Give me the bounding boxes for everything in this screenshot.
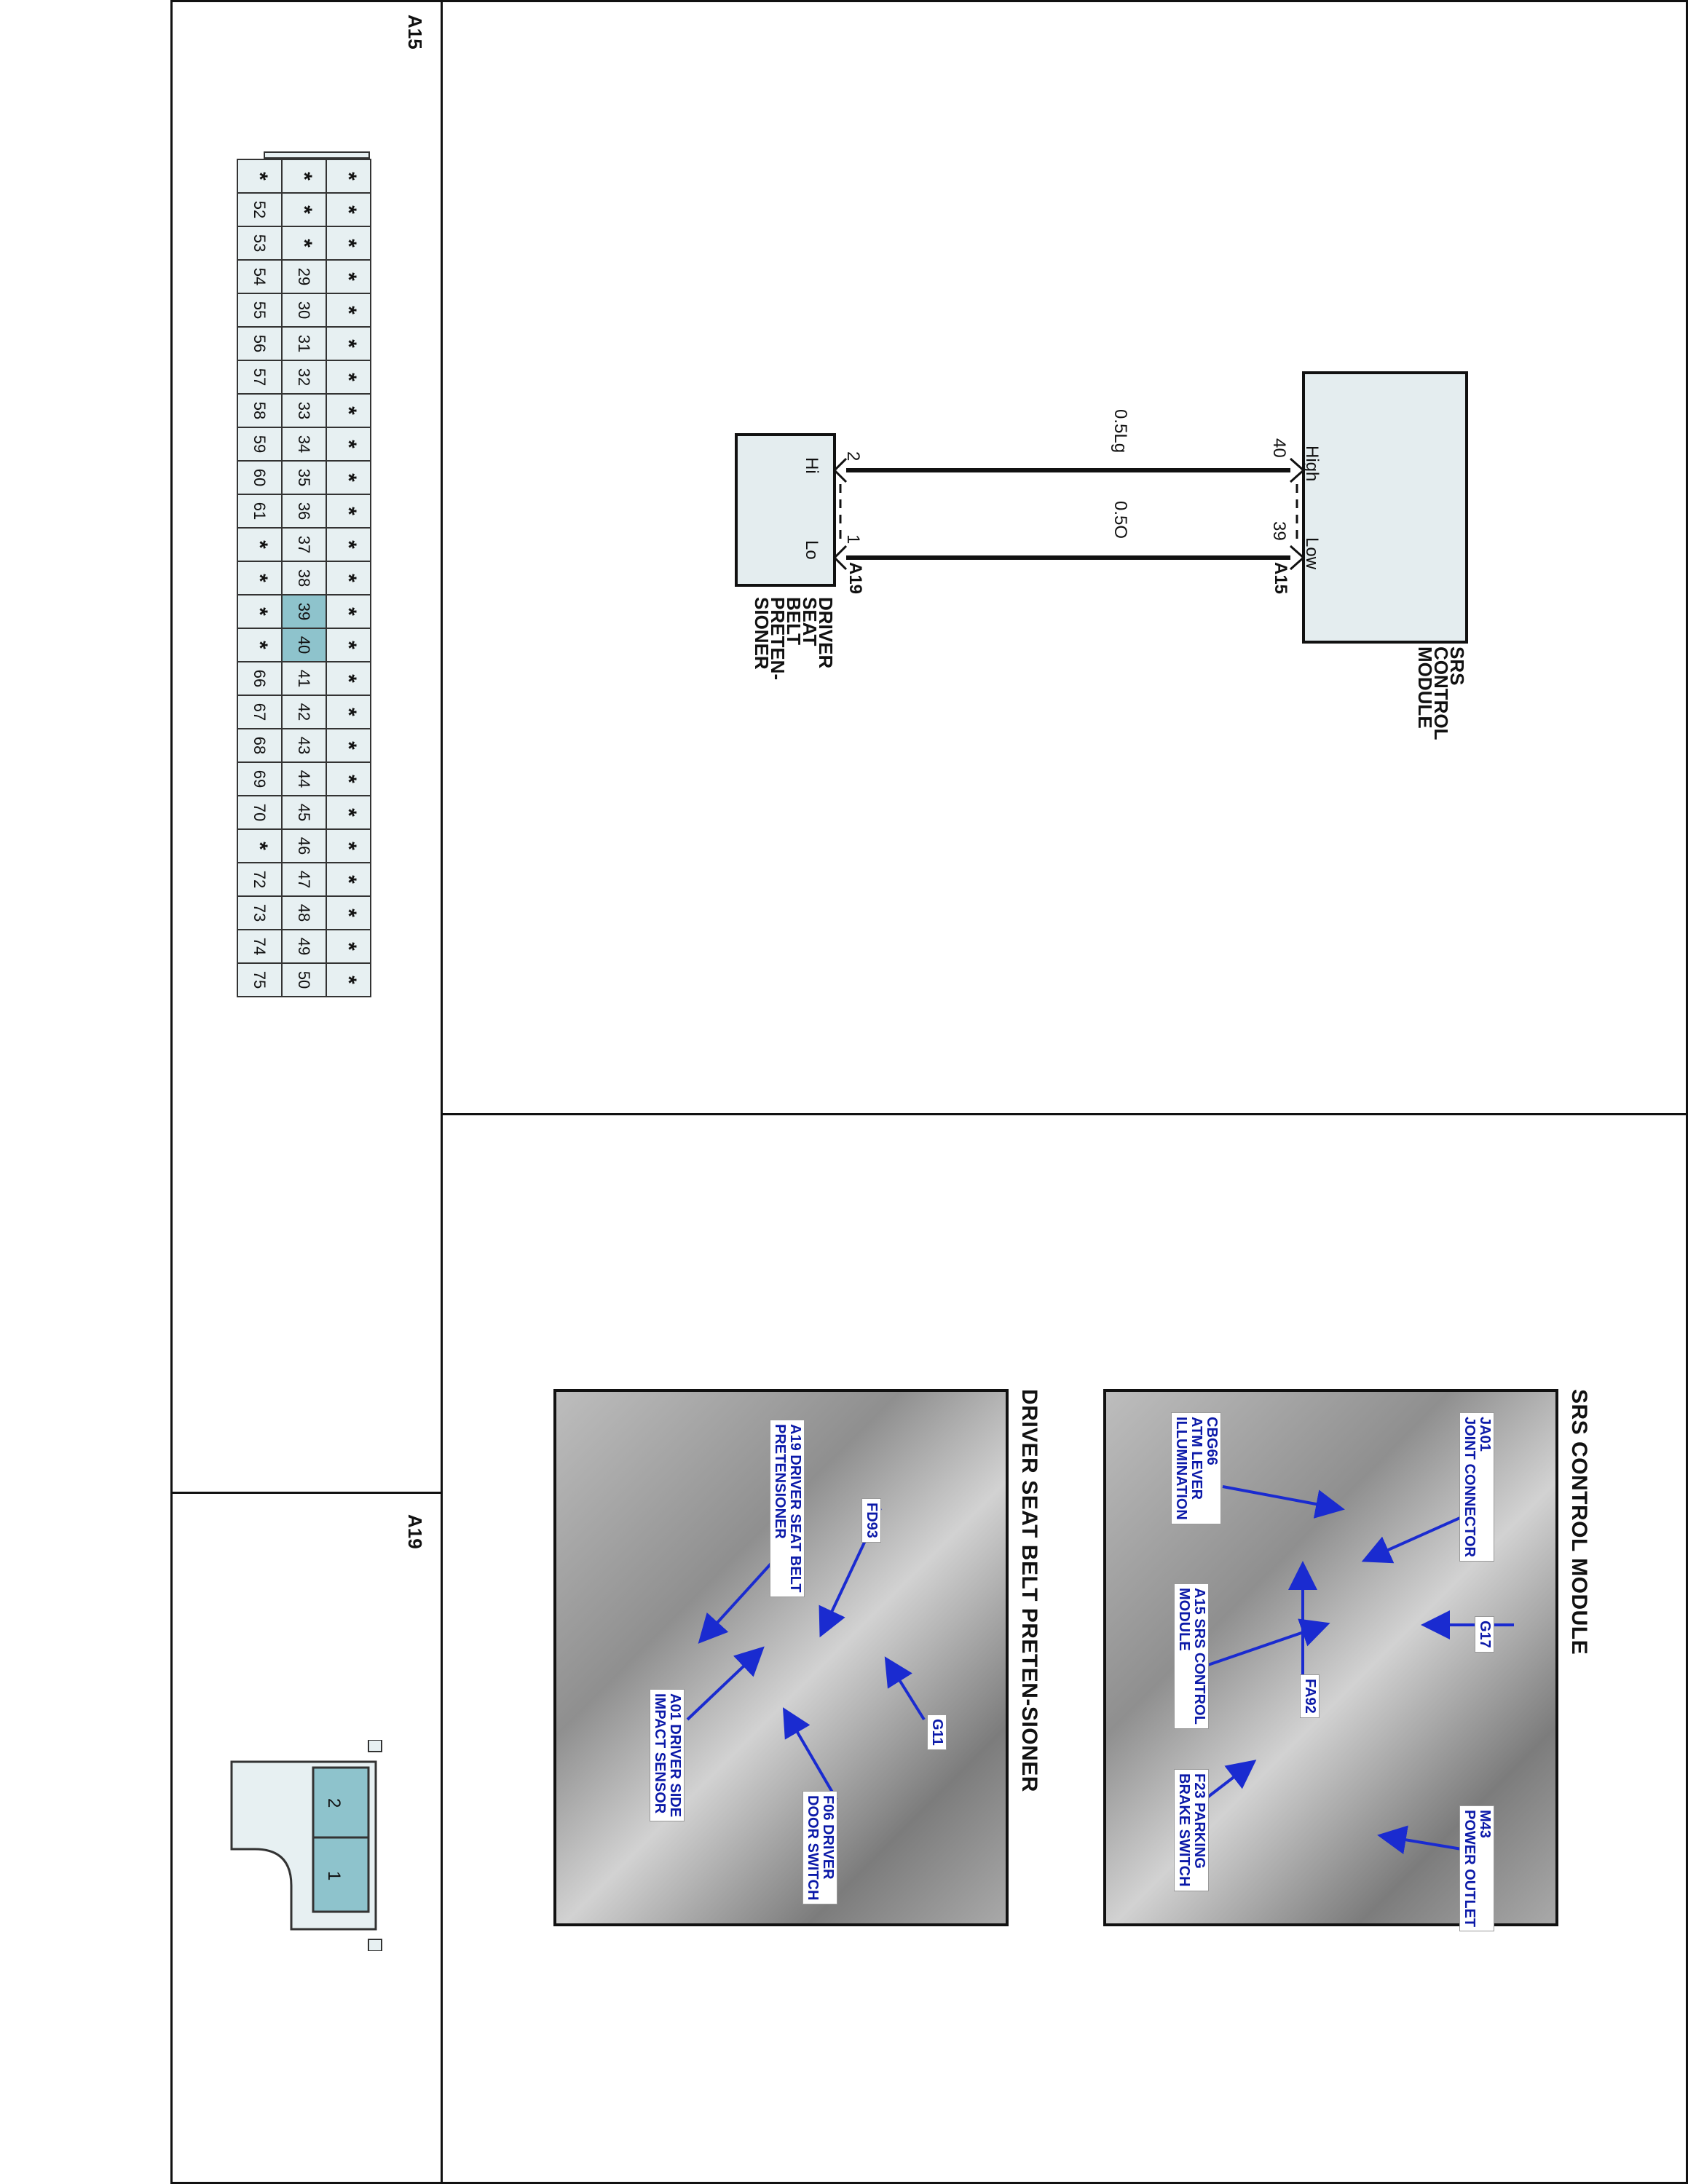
srs-module-label: SRS CONTROL MODULE bbox=[1414, 646, 1468, 740]
pin-cell: 47 bbox=[282, 863, 326, 896]
pretensioner-photo-title: DRIVER SEAT BELT PRETEN-SIONER bbox=[1017, 1389, 1041, 1792]
connector-a19-face bbox=[230, 1740, 382, 1951]
pin-cell: * bbox=[326, 863, 371, 896]
pretensioner-box bbox=[735, 433, 836, 587]
a19-pin-2-label: 2 bbox=[324, 1798, 344, 1808]
pretensioner-label: DRIVER SEAT BELT PRETEN- SIONER bbox=[751, 597, 837, 680]
callout-a01: A01 DRIVER SIDE IMPACT SENSOR bbox=[650, 1689, 685, 1822]
srs-pin-low-label: Low bbox=[1302, 537, 1322, 570]
pin-cell: * bbox=[326, 796, 371, 829]
callout-fd93: FD93 bbox=[861, 1498, 881, 1543]
wire-0-5lg-label: 0.5Lg bbox=[1111, 409, 1130, 454]
pin-cell: 46 bbox=[282, 829, 326, 863]
callout-f06: F06 DRIVER DOOR SWITCH bbox=[802, 1791, 837, 1905]
pin-cell: 72 bbox=[237, 863, 282, 896]
callout-ja01: JA01 JOINT CONNECTOR bbox=[1459, 1412, 1494, 1562]
pin-cell: * bbox=[326, 963, 371, 997]
pin-cell: 48 bbox=[282, 896, 326, 930]
pin-cell: 69 bbox=[237, 762, 282, 796]
pin-cell: 73 bbox=[237, 896, 282, 930]
pretensioner-connector-label: A19 bbox=[845, 562, 865, 595]
srs-module-label-line-3: MODULE bbox=[1414, 646, 1436, 729]
a19-pin-1-label: 1 bbox=[324, 1871, 344, 1881]
connector-title-a19: A19 bbox=[404, 1514, 426, 1549]
pretensioner-pin-lo-label: Lo bbox=[802, 540, 821, 560]
pin-cell: * bbox=[237, 829, 282, 863]
callout-a19: A19 DRIVER SEAT BELT PRETENSIONER bbox=[770, 1420, 805, 1597]
pin-cell: 45 bbox=[282, 796, 326, 829]
srs-pin-40-number: 40 bbox=[1269, 438, 1289, 458]
callout-cbg66: CBG66 ATM LEVER ILLUMINATION bbox=[1171, 1412, 1221, 1524]
pin-cell: 43 bbox=[282, 729, 326, 762]
callout-fa92: FA92 bbox=[1300, 1674, 1320, 1718]
srs-pin-high-label: High bbox=[1302, 446, 1322, 482]
wiring-schematic bbox=[735, 371, 1468, 644]
srs-pin-39-number: 39 bbox=[1269, 521, 1289, 541]
callout-f23: F23 PARKING BRAKE SWITCH bbox=[1174, 1769, 1209, 1891]
callout-a15-srs-module: A15 SRS CONTROL MODULE bbox=[1174, 1583, 1209, 1729]
pin-cell: 68 bbox=[237, 729, 282, 762]
pin-cell: * bbox=[326, 896, 371, 930]
srs-connector-label: A15 bbox=[1271, 562, 1290, 595]
srs-module-box bbox=[1302, 371, 1468, 644]
photo-panel bbox=[441, 1113, 1688, 2184]
callout-g17: G17 bbox=[1475, 1616, 1494, 1653]
pin-cell: * bbox=[326, 930, 371, 963]
pin-cell: 74 bbox=[237, 930, 282, 963]
pin-cell: 44 bbox=[282, 762, 326, 796]
wire-0-5o-label: 0.5O bbox=[1111, 501, 1130, 539]
pretensioner-pin-2-number: 2 bbox=[843, 451, 863, 462]
callout-m43: M43 POWER OUTLET bbox=[1459, 1805, 1494, 1932]
pretensioner-pin-hi-label: Hi bbox=[802, 457, 821, 474]
pin-cell: * bbox=[326, 829, 371, 863]
srs-photo-title: SRS CONTROL MODULE bbox=[1567, 1389, 1591, 1655]
pretensioner-pin-1-number: 1 bbox=[843, 534, 863, 545]
pin-cell: 49 bbox=[282, 930, 326, 963]
pin-cell: * bbox=[326, 729, 371, 762]
pin-cell: 75 bbox=[237, 963, 282, 997]
pin-cell: 70 bbox=[237, 796, 282, 829]
pin-cell: * bbox=[326, 762, 371, 796]
callout-g11: G11 bbox=[927, 1714, 947, 1750]
pin-cell: 50 bbox=[282, 963, 326, 997]
pretensioner-label-line-5: SIONER bbox=[751, 597, 773, 670]
